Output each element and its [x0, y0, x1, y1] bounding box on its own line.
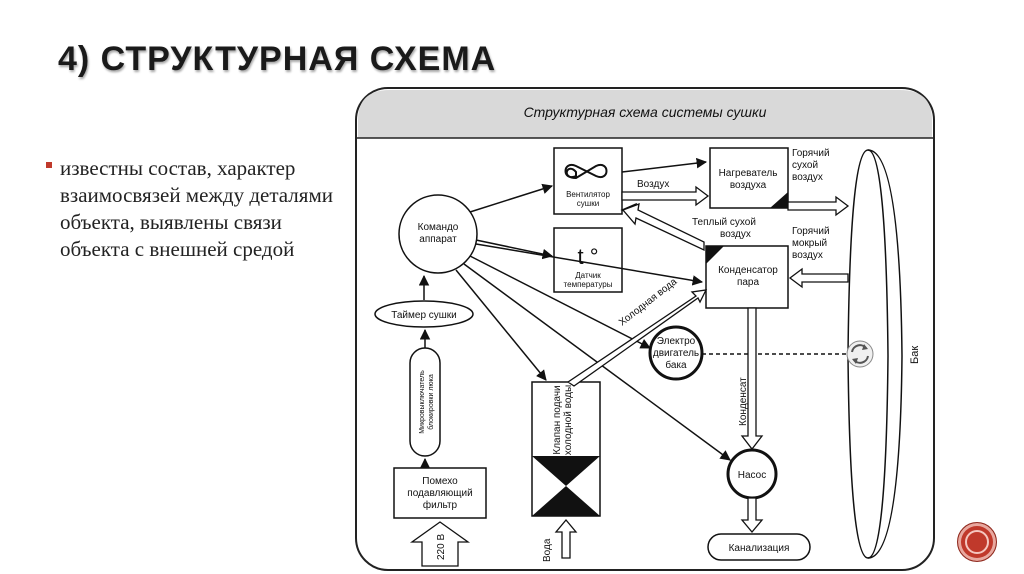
command-line1: Командо: [418, 222, 459, 233]
label-condensate: Конденсат: [738, 377, 749, 426]
label-hot-wet-3: воздух: [792, 250, 823, 261]
sensor-symbol: t °: [577, 244, 598, 269]
sewer-block: Канализация: [707, 533, 811, 561]
label-hot-wet-1: Горячий: [792, 226, 830, 237]
timer-label: Таймер сушки: [391, 310, 457, 321]
temperature-sensor-block: t ° Датчик температуры: [553, 227, 623, 293]
motor-line2: двигатель: [653, 348, 699, 359]
structure-diagram: Структурная схема системы сушки Бак Вент…: [355, 87, 935, 571]
bullet-text: известны состав, характер взаимосвязей м…: [60, 156, 333, 261]
filter-line1: Помехо: [422, 476, 458, 487]
pump-label: Насос: [738, 470, 766, 481]
heater-line1: Нагреватель: [719, 168, 778, 179]
command-apparatus: Командо аппарат: [398, 194, 478, 274]
diagram-header: Структурная схема системы сушки: [524, 104, 767, 120]
slide-title: 4) СТРУКТУРНАЯ СХЕМА: [58, 40, 497, 78]
label-warm-dry-1: Теплый сухой: [692, 217, 756, 228]
bullet-marker: [46, 162, 52, 168]
microswitch-block: Микровыключатель блокировки люка: [409, 347, 441, 457]
heater-line2: воздуха: [730, 180, 767, 191]
fan-block: Вентилятор сушки: [553, 147, 623, 215]
drum-motor: Электро двигатель бака: [648, 325, 704, 381]
motor-line3: бака: [665, 359, 687, 371]
pump: Насос: [726, 448, 778, 500]
label-air: Воздух: [637, 179, 669, 190]
label-hot-wet-2: мокрый: [792, 238, 827, 249]
flow-arrows: [409, 185, 850, 567]
label-hot-dry-1: Горячий: [792, 148, 830, 159]
sewer-label: Канализация: [729, 543, 790, 554]
sensor-line2: температуры: [564, 280, 613, 289]
label-warm-dry-2: воздух: [720, 229, 751, 240]
heater-block: Нагреватель воздуха: [709, 147, 789, 209]
microswitch-line1: Микровыключатель: [419, 370, 426, 434]
condenser-line1: Конденсатор: [718, 265, 778, 276]
label-hot-dry-2: сухой: [792, 160, 818, 171]
label-voltage: 220 В: [436, 534, 447, 560]
drum: Бак: [847, 149, 921, 559]
label-hot-dry-3: воздух: [792, 172, 823, 183]
valve-line2: холодной воды: [563, 385, 574, 455]
fan-title: Вентилятор: [566, 190, 610, 199]
rotation-icon: [846, 340, 874, 368]
valve-line1: Клапан подачи: [552, 385, 563, 454]
sensor-line1: Датчик: [575, 271, 601, 280]
filter-line3: фильтр: [423, 499, 458, 511]
motor-line1: Электро: [657, 336, 696, 347]
nav-ring-icon: [965, 530, 989, 554]
diagram-header-band: [358, 90, 932, 138]
label-water: Вода: [542, 538, 553, 562]
water-valve-block: Клапан подачи холодной воды: [531, 381, 601, 517]
noise-filter-block: Помехо подавляющий фильтр: [393, 467, 487, 519]
next-slide-button[interactable]: [957, 522, 997, 562]
condenser-block: Конденсатор пара: [705, 245, 789, 309]
timer-block: Таймер сушки: [374, 300, 474, 328]
filter-line2: подавляющий: [407, 488, 472, 499]
fan-sub: сушки: [577, 199, 599, 208]
microswitch-line2: блокировки люка: [427, 374, 435, 430]
command-line2: аппарат: [419, 234, 457, 245]
infinity-icon: [564, 163, 608, 180]
condenser-line2: пара: [737, 277, 760, 288]
drum-label: Бак: [909, 346, 921, 364]
